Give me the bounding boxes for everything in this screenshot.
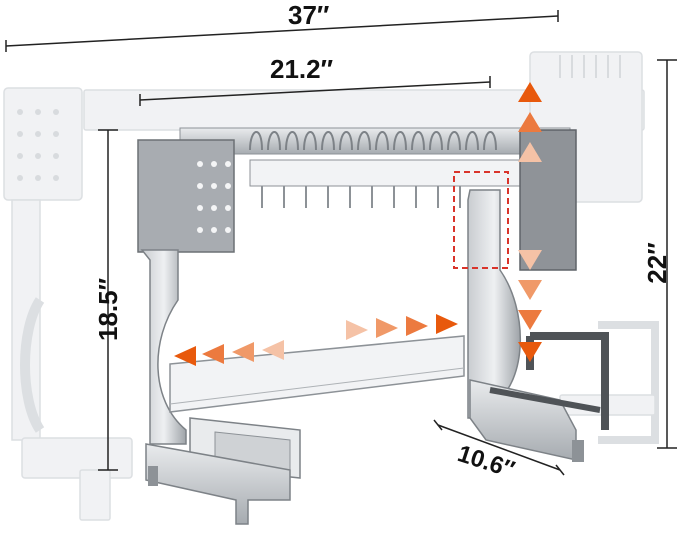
ghost-rack-holes (17, 109, 59, 181)
total-height-label: 22″ (642, 242, 672, 284)
main-rack (137, 127, 609, 525)
extended-rack-ghost (3, 51, 659, 521)
adjustable-joint-highlight (453, 171, 509, 269)
width-expansion-arrows (174, 314, 458, 366)
height-adjust-arrows (518, 82, 542, 362)
ghost-plate-slots (559, 55, 621, 78)
cup-hooks (261, 186, 461, 208)
plate-slots (249, 131, 497, 151)
overall-width-label: 37″ (288, 0, 330, 30)
inner-width-label: 21.2″ (270, 54, 334, 84)
lower-height-label: 18.5″ (93, 277, 123, 341)
dimension-lines (5, 10, 677, 476)
